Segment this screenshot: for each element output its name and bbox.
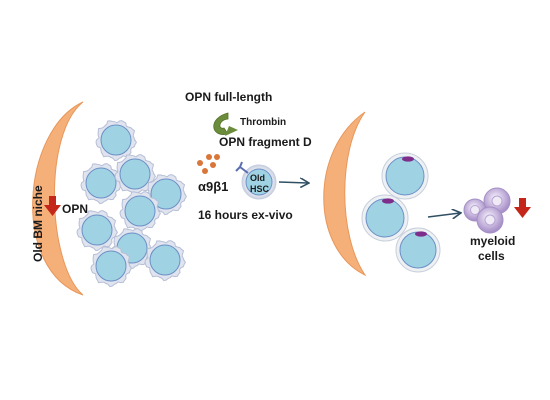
opn-label: OPN [62,202,88,216]
hsc-cell [90,246,132,288]
process-arrow [278,182,308,183]
myeloid-cells [463,187,511,234]
integrin-label: α9β1 [198,179,228,194]
thrombin-label: Thrombin [240,117,286,128]
thrombin-icon [213,112,229,135]
myeloid-label-line2: cells [478,249,505,263]
myeloid-arrow [427,213,460,217]
rejuvenated-niche-shape [323,111,367,277]
opn-bound-mark [402,156,414,162]
old-hsc-label-line2: HSC [250,184,270,194]
rejuvenated-hsc-cells [361,152,441,273]
hsc-cell [119,191,161,233]
opn-bound-mark [415,231,427,237]
down-arrow-icon [44,196,61,216]
opn-fragment-d-label: OPN fragment D [219,135,312,149]
hsc-cluster [76,120,187,288]
old-bm-niche-label: Old BM niche [31,185,45,262]
old-hsc-cell: Old HSC [235,161,277,200]
hsc-cell [95,120,137,162]
ex-vivo-label: 16 hours ex-vivo [198,208,293,222]
hsc-cell [395,227,441,273]
integrin-receptor-icon [235,161,249,174]
hsc-cell [80,163,122,205]
myeloid-down-arrow-icon [514,198,531,218]
hsc-cell [361,194,409,242]
opn-full-length-label: OPN full-length [185,90,272,104]
myeloid-label-line1: myeloid [470,234,515,248]
hsc-cell [144,240,186,282]
hsc-cell [381,152,429,200]
old-hsc-label-line1: Old [250,173,265,183]
hsc-cell [76,210,118,252]
thrombin-arrow-icon [225,126,238,136]
opn-bound-mark [382,198,394,204]
old-bm-niche-shape [32,101,84,296]
hsc-cell [114,154,156,196]
opn-fragment-dots [197,154,220,174]
